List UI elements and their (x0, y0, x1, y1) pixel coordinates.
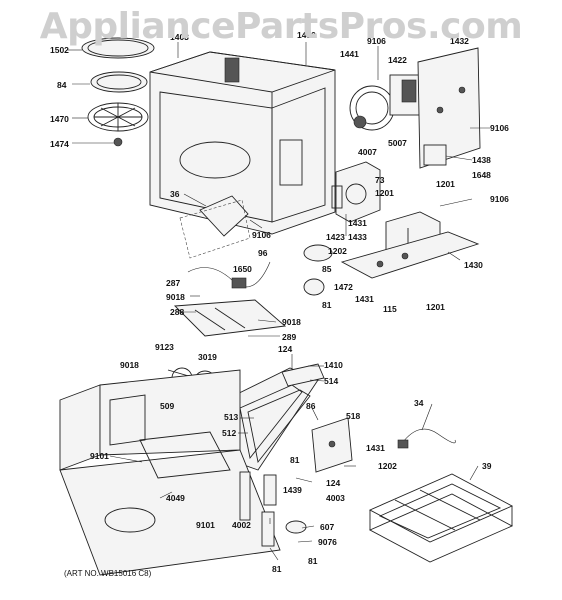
stirrer-blade (179, 195, 251, 259)
callout-1502: 1502 (50, 45, 69, 55)
callout-86: 86 (306, 401, 316, 411)
door-assembly (224, 363, 325, 471)
callout-1432: 1432 (450, 36, 469, 46)
callout-1201-c: 1201 (426, 302, 445, 312)
vent-grille (173, 299, 287, 337)
control-panel (311, 417, 353, 473)
callout-1430-b: 1430 (464, 260, 483, 270)
leader-lines (68, 42, 490, 561)
roller-ring (87, 102, 149, 132)
power-cord (397, 428, 456, 449)
callout-1472: 1472 (334, 282, 353, 292)
callout-9106-d: 9106 (252, 230, 271, 240)
callout-1422: 1422 (388, 55, 407, 65)
callout-1410: 1410 (324, 360, 343, 370)
callout-1201-b: 1201 (436, 179, 455, 189)
callout-289: 289 (282, 332, 296, 342)
latch-parts (239, 471, 307, 547)
callout-509: 509 (160, 401, 174, 411)
callout-1438: 1438 (472, 155, 491, 165)
callout-81-a: 81 (322, 300, 332, 310)
callout-1430: 1430 (297, 30, 316, 40)
callout-4007: 4007 (358, 147, 377, 157)
callout-36: 36 (170, 189, 180, 199)
callout-9101-b: 9101 (196, 520, 215, 530)
wire-harness (187, 261, 271, 289)
callout-1431-a: 1431 (348, 218, 367, 228)
thermal-fuse (423, 144, 447, 166)
callout-1403: 1403 (170, 32, 189, 42)
callout-1441: 1441 (340, 49, 359, 59)
callout-514: 514 (324, 376, 338, 386)
callout-9123: 9123 (155, 342, 174, 352)
callout-4002: 4002 (232, 520, 251, 530)
callout-1423: 1423 (326, 232, 345, 242)
outer-case (59, 369, 281, 576)
callout-124-a: 124 (278, 344, 292, 354)
callout-1431-b: 1431 (355, 294, 374, 304)
coupler (113, 137, 123, 147)
callout-9018-a: 9018 (166, 292, 185, 302)
base-plate (340, 231, 480, 279)
callout-9106-c: 9106 (490, 194, 509, 204)
callout-81-c: 81 (308, 556, 318, 566)
callout-288: 288 (170, 307, 184, 317)
callout-1439: 1439 (283, 485, 302, 495)
roller-guide (90, 71, 148, 93)
oven-cavity (149, 51, 336, 235)
callout-1650: 1650 (233, 264, 252, 274)
callout-1201-a: 1201 (375, 188, 394, 198)
callout-9106-b: 9106 (490, 123, 509, 133)
callout-1648: 1648 (472, 170, 491, 180)
cooking-rack (368, 473, 514, 563)
callout-1202-a: 1202 (328, 246, 347, 256)
callout-1474: 1474 (50, 139, 69, 149)
callout-607: 607 (320, 522, 334, 532)
callout-9076: 9076 (318, 537, 337, 547)
fan-assembly (349, 74, 423, 131)
callout-3019: 3019 (198, 352, 217, 362)
callout-4003: 4003 (326, 493, 345, 503)
callout-81-d: 81 (272, 564, 282, 574)
callout-124-b: 124 (326, 478, 340, 488)
callout-1431-c: 1431 (366, 443, 385, 453)
callout-81-b: 81 (290, 455, 300, 465)
callout-518: 518 (346, 411, 360, 421)
callout-34: 34 (414, 398, 424, 408)
callout-1470: 1470 (50, 114, 69, 124)
callout-1202-b: 1202 (378, 461, 397, 471)
callout-287: 287 (166, 278, 180, 288)
callout-labels: 1502 84 1470 1474 1403 1430 9106 1441 14… (50, 30, 509, 578)
callout-85: 85 (322, 264, 332, 274)
side-panel (417, 47, 481, 169)
callout-84: 84 (57, 80, 67, 90)
magnetron (331, 161, 381, 223)
callout-512: 512 (222, 428, 236, 438)
callout-9106-a: 9106 (367, 36, 386, 46)
callout-513: 513 (224, 412, 238, 422)
callout-1433: 1433 (348, 232, 367, 242)
callout-73: 73 (375, 175, 385, 185)
callout-9101-a: 9101 (90, 451, 109, 461)
art-number: (ART NO. WB15016 C8) (64, 569, 152, 578)
callout-4049: 4049 (166, 493, 185, 503)
turntable-tray (81, 37, 155, 59)
turntable-motor (303, 244, 333, 296)
callout-96: 96 (258, 248, 268, 258)
callout-5007: 5007 (388, 138, 407, 148)
callout-9018-c: 9018 (120, 360, 139, 370)
callout-39: 39 (482, 461, 492, 471)
callout-9018-b: 9018 (282, 317, 301, 327)
callout-115: 115 (383, 304, 397, 314)
